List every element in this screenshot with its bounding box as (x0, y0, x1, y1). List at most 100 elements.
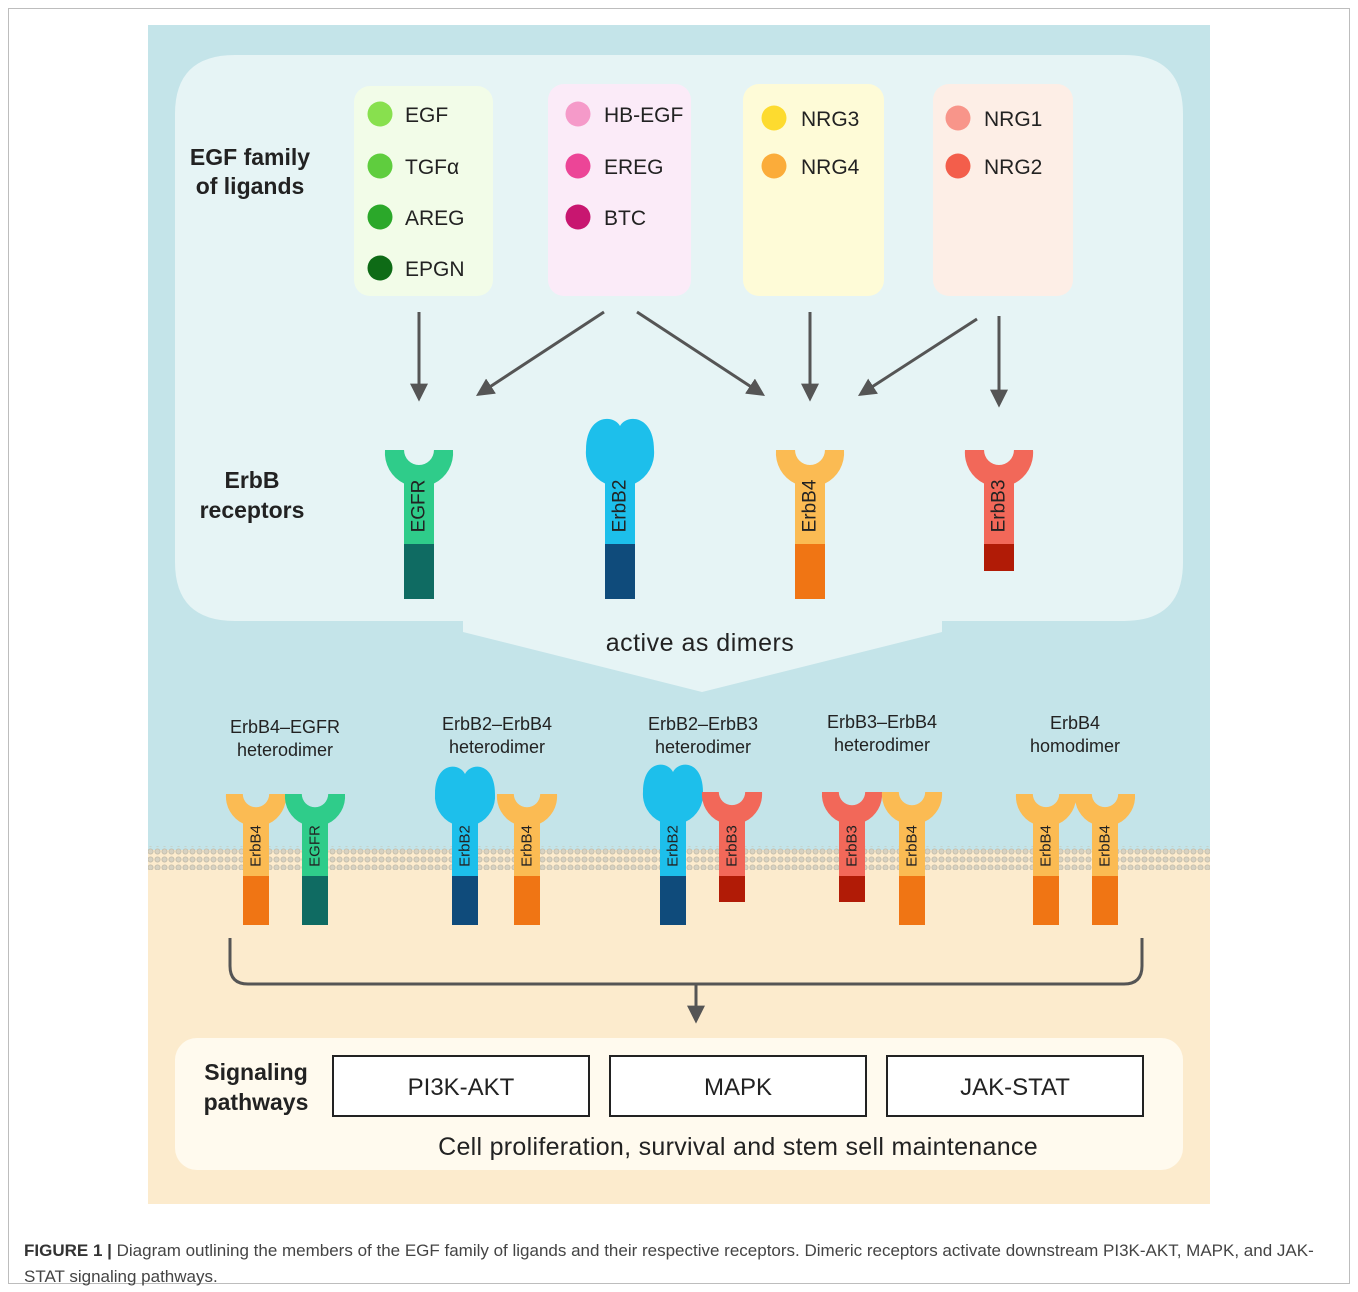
receptor-tail (899, 876, 925, 925)
receptor-tail (839, 876, 865, 902)
receptor-tail (984, 544, 1014, 571)
receptor-erbb3: ErbB3 (821, 792, 883, 902)
dimer-erbb3-erbb4-heterodimer: ErbB3 ErbB4 (821, 792, 943, 925)
receptor-label: ErbB4 (904, 825, 921, 867)
dimer-bracket (228, 938, 1144, 986)
dimer-type: heterodimer (237, 740, 333, 760)
receptor-stem (514, 820, 540, 876)
receptor-stem (243, 820, 269, 876)
ligand-dot-tgf (367, 153, 393, 179)
receptor-label: EGFR (307, 825, 324, 867)
receptor-head (384, 450, 454, 484)
receptor-label: ErbB4 (1038, 825, 1055, 867)
receptor-head (881, 792, 943, 822)
ligand-dot-epgn (367, 255, 393, 281)
ligand-dot-nrg2 (945, 153, 971, 179)
receptor-head (496, 794, 558, 824)
receptor-tail (605, 544, 635, 599)
receptor-stem (984, 480, 1014, 544)
ligand-label-tgf: TGFα (405, 156, 459, 179)
dimer-erbb4-egfr-heterodimer: ErbB4 EGFR (225, 794, 346, 925)
receptor-stem (404, 480, 434, 544)
receptor-label: EGFR (409, 480, 430, 533)
receptor-tail (795, 544, 825, 599)
figure-caption: FIGURE 1 | Diagram outlining the members… (24, 1238, 1334, 1290)
receptor-tail (243, 876, 269, 925)
receptor-head (775, 450, 845, 484)
receptor-head (284, 794, 346, 824)
ligand-group-box (743, 84, 884, 296)
ligand-label-nrg2: NRG2 (984, 156, 1042, 179)
signaling-heading: Signaling (204, 1059, 308, 1085)
caption-text: Diagram outlining the members of the EGF… (24, 1241, 1314, 1286)
receptor-erbb4: ErbB4 (225, 794, 287, 925)
receptor-stem (795, 480, 825, 544)
egf-erbb-diagram: EGF family of ligands ErbB receptors EGF… (148, 25, 1210, 1204)
arrow-hbegf-to-egfr (475, 310, 605, 396)
receptor-head (701, 792, 763, 822)
receptor-stem (660, 818, 686, 876)
receptor-stem (302, 820, 328, 876)
receptor-head (434, 766, 496, 824)
dimer-labels: ErbB4–EGFRheterodimerErbB2–ErbB4heterodi… (230, 712, 1120, 760)
ligand-dot-nrg3 (761, 105, 787, 131)
receptor-tail (660, 876, 686, 925)
receptor-label: ErbB4 (519, 825, 536, 867)
receptors-row: EGFR ErbB2 ErbB4 ErbB3 (384, 418, 1034, 599)
ligand-group-box (354, 86, 493, 296)
caption-label: FIGURE 1 | (24, 1241, 112, 1260)
receptor-erbb4: ErbB4 (881, 792, 943, 925)
dimer-erbb4-homodimer: ErbB4 ErbB4 (1015, 794, 1136, 925)
ligand-dot-egf (367, 101, 393, 127)
receptor-egfr: EGFR (284, 794, 346, 925)
dimer-name: ErbB2–ErbB3 (648, 714, 758, 734)
ligand-dot-ereg (565, 153, 591, 179)
pathway-box-mapk (609, 1055, 867, 1117)
ligand-label-btc: BTC (604, 207, 646, 230)
ligands-heading: of ligands (196, 173, 305, 199)
receptor-erbb2: ErbB2 (642, 764, 704, 925)
receptor-tail (1092, 876, 1118, 925)
dimer-type: heterodimer (449, 737, 545, 757)
ligand-label-epgn: EPGN (405, 258, 465, 281)
receptor-stem (1033, 820, 1059, 876)
receptor-stem (899, 818, 925, 876)
receptor-stem (452, 820, 478, 876)
receptors-heading: receptors (200, 497, 305, 523)
pathway-box-pi3k-akt (332, 1055, 590, 1117)
receptor-tail (452, 876, 478, 925)
receptor-stem (719, 818, 745, 876)
receptor-erbb4: ErbB4 (1074, 794, 1136, 925)
dimer-name: ErbB4 (1050, 713, 1100, 733)
dimers-label: active as dimers (606, 629, 795, 657)
receptor-head (585, 418, 655, 484)
ligand-label-nrg3: NRG3 (801, 108, 859, 131)
receptor-label: ErbB3 (724, 825, 741, 867)
figure-frame (8, 8, 1350, 1284)
receptors-heading: ErbB (225, 467, 280, 493)
dimer-type: heterodimer (655, 737, 751, 757)
ligand-label-hb-egf: HB-EGF (604, 104, 683, 127)
receptor-label: ErbB2 (610, 480, 631, 533)
dimer-type: homodimer (1030, 736, 1120, 756)
receptor-tail (302, 876, 328, 925)
receptor-erbb2: ErbB2 (434, 766, 496, 925)
receptor-label: ErbB2 (457, 825, 474, 867)
receptor-erbb3: ErbB3 (701, 792, 763, 902)
receptor-erbb3: ErbB3 (964, 450, 1034, 571)
pathway-label: MAPK (704, 1074, 772, 1101)
dimer-erbb2-erbb3-heterodimer: ErbB2 ErbB3 (642, 764, 763, 925)
receptor-head (1074, 794, 1136, 824)
receptor-tail (719, 876, 745, 902)
signaling-heading: pathways (204, 1089, 309, 1115)
ligand-label-nrg1: NRG1 (984, 108, 1042, 131)
receptor-stem (1092, 820, 1118, 876)
ligand-label-nrg4: NRG4 (801, 156, 860, 179)
ligand-group-box (548, 84, 691, 296)
receptor-label: ErbB2 (665, 825, 682, 867)
pathway-label: JAK-STAT (960, 1074, 1070, 1101)
receptor-label: ErbB3 (989, 480, 1010, 533)
receptor-erbb4: ErbB4 (775, 450, 845, 599)
ligand-dot-hb-egf (565, 101, 591, 127)
